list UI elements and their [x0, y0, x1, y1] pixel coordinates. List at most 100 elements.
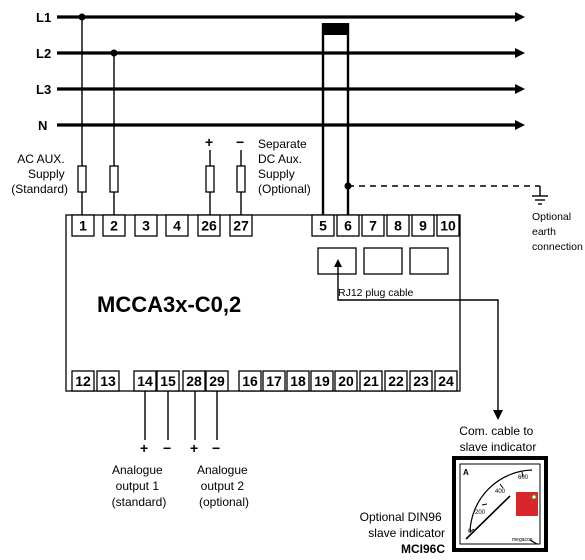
bus-l1-arrow — [515, 12, 525, 22]
terminal-number: 23 — [413, 373, 429, 389]
meter-scale-label: 0 — [468, 529, 472, 535]
terminal-box — [102, 214, 126, 237]
aux-supply-wiring: + − — [77, 13, 246, 215]
fuse-icon — [77, 165, 87, 193]
meter-brand: megacon — [512, 537, 533, 543]
terminal-number: 2 — [110, 218, 118, 234]
terminal-number: 16 — [242, 373, 258, 389]
terminal-number: 5 — [319, 218, 327, 234]
terminal-box — [134, 214, 158, 237]
terminal-box — [334, 370, 358, 392]
terminal-box — [436, 214, 460, 237]
current-wiring — [321, 23, 548, 215]
terminal-number: 14 — [137, 373, 153, 389]
arrow-down-icon — [493, 410, 503, 420]
out1-minus-sign: − — [163, 440, 171, 456]
com-cable-label: Com. cable to slave indicator — [459, 424, 536, 454]
dc-minus-sign: − — [236, 134, 244, 150]
terminal-number: 28 — [186, 373, 202, 389]
current-transformer — [323, 23, 349, 35]
terminal-box — [229, 214, 253, 237]
terminal-box — [96, 370, 120, 392]
junction-dot — [110, 49, 118, 57]
terminal-box — [434, 370, 458, 392]
terminal-number: 7 — [369, 218, 377, 234]
rj12-port-3 — [409, 247, 449, 275]
terminal-box — [386, 214, 410, 237]
out1-plus-sign: + — [140, 440, 148, 456]
terminal-number: 8 — [394, 218, 402, 234]
fuse-icon — [205, 165, 215, 193]
junction-dot — [78, 13, 86, 21]
earth-connection-label: Optional earth connection — [532, 211, 583, 253]
terminal-strip-top: 1 2 3 4 26 27 5 6 7 8 9 10 — [71, 214, 460, 237]
terminal-box — [238, 370, 262, 392]
terminal-box — [336, 214, 360, 237]
meter-ticks — [469, 471, 524, 533]
rj12-cable-label: RJ12 plug cable — [338, 287, 413, 299]
terminal-number: 9 — [419, 218, 427, 234]
meter-scale-arc — [469, 469, 533, 533]
bus-l2-arrow — [515, 48, 525, 58]
bus-n-label: N — [38, 118, 47, 133]
terminal-box — [262, 370, 286, 392]
slave-indicator-meter: A 0 200 400 600 megacon — [452, 456, 548, 552]
terminal-number: 27 — [233, 218, 249, 234]
analogue-output-1-label: Analogue output 1 (standard) — [112, 463, 167, 509]
terminal-number: 17 — [266, 373, 282, 389]
terminal-box — [359, 370, 383, 392]
out2-minus-sign: − — [212, 440, 220, 456]
earth-icon — [532, 186, 548, 205]
com-cable — [334, 259, 503, 420]
terminal-box — [361, 214, 385, 237]
analogue-output-wiring: + − + − — [140, 391, 220, 456]
meter-scale-label: 400 — [495, 489, 506, 495]
rj12-port-2 — [363, 247, 403, 275]
fuse-icon — [236, 165, 246, 193]
fuse-icon — [109, 165, 119, 193]
terminal-box — [71, 214, 95, 237]
terminal-box — [165, 214, 189, 237]
supply-buses: L1 L2 L3 N — [36, 10, 525, 133]
terminal-number: 26 — [201, 218, 217, 234]
bus-l1-label: L1 — [36, 10, 51, 25]
terminal-number: 22 — [388, 373, 404, 389]
terminal-box — [182, 370, 206, 392]
terminal-number: 3 — [142, 218, 150, 234]
terminal-box — [411, 214, 435, 237]
terminal-box — [311, 214, 335, 237]
meter-unit: A — [463, 468, 469, 477]
dc-plus-sign: + — [205, 134, 213, 150]
dc-aux-supply-label: Separate DC Aux. Supply (Optional) — [258, 137, 311, 196]
terminal-box — [310, 370, 334, 392]
terminal-number: 6 — [344, 218, 352, 234]
terminal-number: 15 — [160, 373, 176, 389]
terminal-number: 10 — [440, 218, 456, 234]
bus-l3-label: L3 — [36, 82, 51, 97]
terminal-box — [409, 370, 433, 392]
bus-l3-arrow — [515, 84, 525, 94]
out2-plus-sign: + — [190, 440, 198, 456]
bus-n-arrow — [515, 120, 525, 130]
ac-aux-supply-label: AC AUX. Supply (Standard) — [11, 152, 68, 196]
slave-indicator-model: MCI96C — [401, 542, 445, 556]
analogue-output-2-label: Analogue output 2 (optional) — [197, 463, 251, 509]
meter-scale-label: 200 — [475, 510, 486, 516]
terminal-number: 24 — [438, 373, 454, 389]
terminal-number: 13 — [100, 373, 116, 389]
com-cable-line — [337, 282, 499, 412]
terminal-number: 18 — [290, 373, 306, 389]
terminal-number: 1 — [79, 218, 87, 234]
terminal-number: 20 — [338, 373, 354, 389]
meter-adjust-screw-icon — [529, 539, 538, 545]
bus-l2-label: L2 — [36, 46, 51, 61]
terminal-box — [286, 370, 310, 392]
terminal-number: 4 — [173, 218, 181, 234]
arrow-up-icon — [334, 259, 342, 267]
terminal-number: 12 — [75, 373, 91, 389]
terminal-number: 19 — [314, 373, 330, 389]
terminal-box — [197, 214, 221, 237]
meter-scale-label: 600 — [518, 475, 529, 481]
